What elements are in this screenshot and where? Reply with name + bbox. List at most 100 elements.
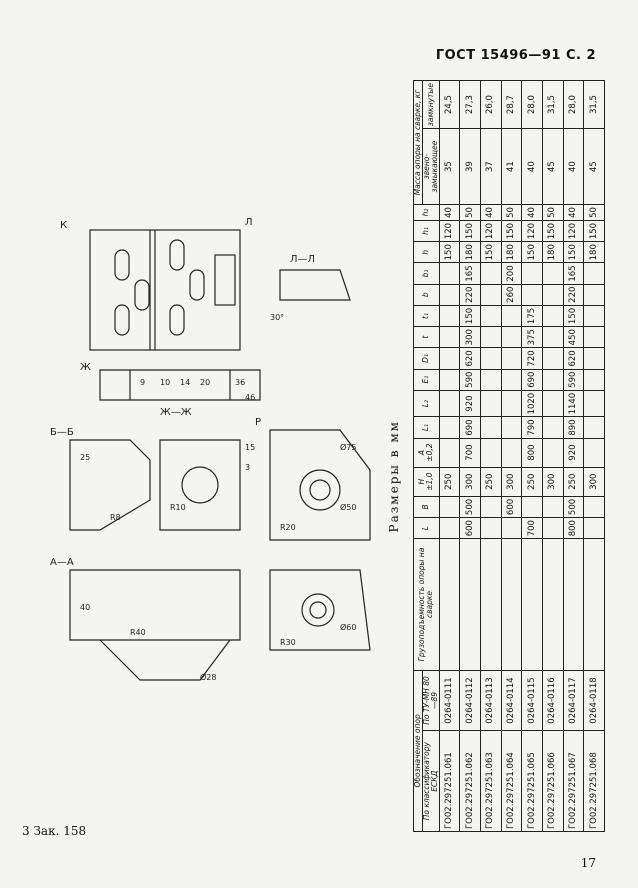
table-cell-load [583, 538, 605, 671]
table-cell-L [439, 517, 460, 539]
dim-20: 20 [200, 378, 210, 387]
table-cell-tu: 0264-0116 [542, 670, 564, 731]
table-cell-h: 180 [583, 241, 605, 263]
table-cell-code: ГО02.297251.064 [501, 730, 522, 832]
table-cell-load [563, 538, 584, 671]
table-cell-h: 180 [459, 241, 481, 263]
table-cell-B [542, 496, 564, 518]
table-cell-B [521, 496, 543, 518]
label-view-k: К [60, 220, 67, 231]
table-cell-A [583, 438, 605, 468]
label-section-zh: Ж—Ж [160, 407, 192, 418]
table-cell-b [583, 284, 605, 306]
table-cell-L1 [480, 416, 502, 439]
table-cell-L2: 920 [459, 390, 481, 417]
table-cell-m1: 35 [439, 128, 460, 205]
dim-o60: Ø60 [340, 622, 356, 632]
col-A: A ±0,2 [413, 438, 440, 468]
table-cell-load [439, 538, 460, 671]
dim-o75: Ø75 [340, 442, 356, 452]
col-h2: h₂ [413, 204, 440, 221]
table-cell-L: 800 [563, 517, 584, 539]
table-cell-h1: 150 [459, 220, 481, 242]
table-cell-A [501, 438, 522, 468]
table-cell-L: 700 [521, 517, 543, 539]
table-cell-H: 300 [542, 467, 564, 497]
table-cell-tu: 0264-0118 [583, 670, 605, 731]
col-mass-a: звено-замыкающее [422, 128, 440, 205]
label-mark-l: Л [245, 217, 253, 228]
table-cell-h: 180 [542, 241, 564, 263]
dim-o50: Ø50 [340, 502, 356, 512]
table-cell-A [439, 438, 460, 468]
table-cell-load [480, 538, 502, 671]
table-cell-L [583, 517, 605, 539]
dimensions-note: Размеры в мм [387, 420, 401, 533]
table-cell-m1: 39 [459, 128, 481, 205]
table-cell-E1: 590 [563, 369, 584, 391]
table-cell-h1: 120 [480, 220, 502, 242]
label-section-ll: Л—Л [290, 254, 315, 265]
table-cell-b1 [439, 262, 460, 285]
table-cell-E1: 690 [521, 369, 543, 391]
table-cell-m1: 40 [521, 128, 543, 205]
dim-10: 10 [160, 378, 170, 387]
dim-9: 9 [140, 378, 145, 387]
table-cell-B [480, 496, 502, 518]
table-cell-b [521, 284, 543, 306]
table-cell-L1 [542, 416, 564, 439]
table-cell-H: 300 [501, 467, 522, 497]
col-by-class: По классификатору ЕСКД [422, 730, 440, 832]
table-cell-L1 [439, 416, 460, 439]
table-cell-h1: 150 [542, 220, 564, 242]
table-cell-code: ГО02.297251.065 [521, 730, 543, 832]
table-cell-B [583, 496, 605, 518]
table-cell-t [501, 326, 522, 348]
table-cell-b1 [480, 262, 502, 285]
table-cell-h1: 150 [501, 220, 522, 242]
table-cell-h: 150 [480, 241, 502, 263]
table-cell-L1 [501, 416, 522, 439]
table-cell-m1: 45 [583, 128, 605, 205]
table-cell-t: 300 [459, 326, 481, 348]
table-cell-b1: 165 [459, 262, 481, 285]
col-E1: E₁ [413, 369, 440, 391]
col-tu: По ТУ-МН 80—89 [422, 670, 440, 731]
table-cell-D1 [480, 347, 502, 370]
table-cell-L: 600 [459, 517, 481, 539]
table-cell-h: 150 [563, 241, 584, 263]
table-cell-A: 920 [563, 438, 584, 468]
table-cell-t1: 150 [459, 305, 481, 327]
table-cell-D1: 620 [563, 347, 584, 370]
table-cell-A [480, 438, 502, 468]
table-cell-H: 300 [583, 467, 605, 497]
table-cell-t1 [583, 305, 605, 327]
table-cell-h: 180 [501, 241, 522, 263]
label-mark-p: Р [255, 417, 261, 428]
table-cell-m2: 28,7 [501, 80, 522, 129]
table-cell-A: 800 [521, 438, 543, 468]
table-cell-m2: 26,0 [480, 80, 502, 129]
table-cell-tu: 0264-0112 [459, 670, 481, 731]
table-cell-t1 [501, 305, 522, 327]
table-cell-m2: 28,0 [521, 80, 543, 129]
spec-table-wrapper: Обозначение опор Грузоподъемность опоры … [413, 80, 605, 832]
table-cell-t [480, 326, 502, 348]
table-cell-E1 [439, 369, 460, 391]
plate-view-k [89, 229, 241, 351]
page-number: 17 [580, 856, 596, 870]
dim-3: 3 [245, 463, 250, 472]
table-cell-L1 [583, 416, 605, 439]
table-cell-b1 [583, 262, 605, 285]
table-cell-m2: 31,5 [583, 80, 605, 129]
table-cell-L1: 790 [521, 416, 543, 439]
table-cell-L2 [501, 390, 522, 417]
table-cell-A [542, 438, 564, 468]
table-cell-L2 [480, 390, 502, 417]
table-cell-code: ГО02.297251.063 [480, 730, 502, 832]
